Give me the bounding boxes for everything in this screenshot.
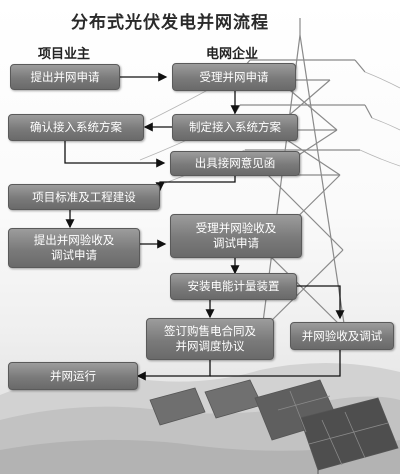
page-title: 分布式光伏发电并网流程: [71, 13, 269, 33]
step-issue-opinion: 出具接网意见函: [170, 151, 300, 176]
step-acceptance-debug: 并网验收及调试: [290, 322, 394, 350]
step-submit-application: 提出并网申请: [10, 64, 120, 90]
step-formulate-plan: 制定接入系统方案: [172, 114, 298, 141]
step-grid-operation: 并网运行: [8, 362, 138, 390]
column-header-grid: 电网企业: [206, 47, 259, 62]
step-project-construction: 项目标准及工程建设: [8, 184, 160, 210]
step-accept-application: 受理并网申请: [172, 63, 296, 91]
step-accept-acceptance: 受理并网验收及 调试申请: [170, 214, 302, 258]
column-header-owner: 项目业主: [38, 47, 91, 62]
step-install-meter: 安装电能计量装置: [170, 273, 297, 300]
step-confirm-plan: 确认接入系统方案: [8, 114, 144, 141]
solar-panel-icon: [149, 379, 399, 474]
step-submit-acceptance: 提出并网验收及 调试申请: [8, 228, 140, 268]
step-sign-contract: 签订购售电合同及 并网调度协议: [146, 318, 274, 360]
